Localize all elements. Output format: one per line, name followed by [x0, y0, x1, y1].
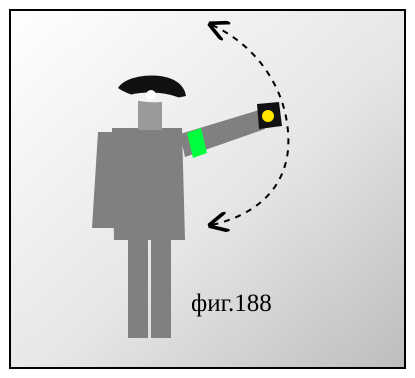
- left-leg: [128, 234, 148, 338]
- armband: [187, 128, 207, 158]
- left-arm-lowered: [92, 132, 116, 228]
- right-leg: [151, 234, 171, 338]
- lamp-light: [262, 110, 274, 122]
- traffic-controller-figure: [92, 75, 282, 338]
- cap-crown: [118, 75, 186, 99]
- cap-badge: [146, 90, 156, 100]
- torso: [112, 128, 185, 240]
- figure-caption: фиг.188: [191, 290, 272, 317]
- head: [138, 100, 162, 130]
- motion-arc-arrow: [212, 25, 290, 225]
